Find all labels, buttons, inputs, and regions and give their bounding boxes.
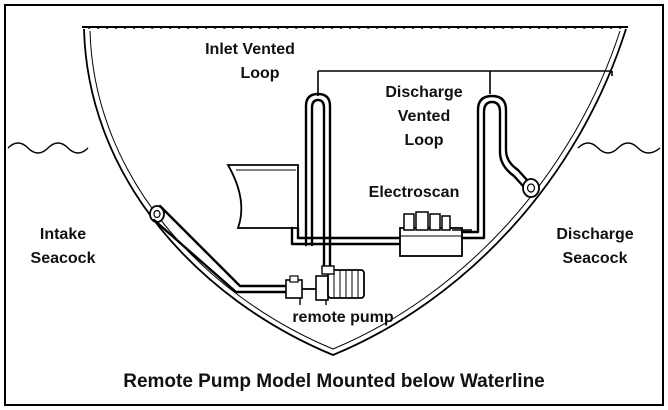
discharge-vented-loop-text-3: Loop [404, 132, 443, 149]
label-intake-seacock: Intake Seacock [31, 226, 96, 267]
discharge-vented-loop-pipe [460, 94, 538, 240]
intake-seacock-text-1: Intake [40, 226, 86, 243]
intake-pipe [152, 204, 292, 294]
toilet [226, 164, 299, 229]
label-discharge-seacock: Discharge Seacock [556, 226, 633, 267]
frame-border [4, 4, 664, 406]
label-discharge-vented-loop: Discharge Vented Loop [385, 84, 462, 149]
label-inlet-vented-loop: Inlet Vented Loop [205, 41, 295, 82]
discharge-seacock-text-1: Discharge [556, 226, 633, 243]
intake-seacock-text-2: Seacock [31, 250, 96, 267]
inlet-vented-loop-text-1: Inlet Vented [205, 41, 295, 58]
diagram-caption: Remote Pump Model Mounted below Waterlin… [123, 371, 545, 392]
discharge-vented-loop-text-1: Discharge [385, 84, 462, 101]
remote-pump [285, 265, 365, 305]
label-electroscan: Electroscan [369, 184, 460, 201]
discharge-vented-loop-text-2: Vented [398, 108, 450, 125]
hull-inner-line [89, 30, 621, 350]
discharge-seacock-text-2: Seacock [563, 250, 628, 267]
waterline-right [577, 142, 661, 154]
toilet-to-electroscan-pipe [290, 226, 402, 246]
discharge-seacock [522, 178, 540, 198]
electroscan-unit [399, 211, 472, 257]
inlet-vented-loop-text-2: Loop [240, 65, 279, 82]
vent-line [317, 70, 613, 96]
hull-outline [83, 28, 627, 356]
waterline-left [7, 142, 89, 154]
label-remote-pump: remote pump [292, 309, 394, 326]
inlet-vented-loop-pipe [304, 92, 332, 272]
